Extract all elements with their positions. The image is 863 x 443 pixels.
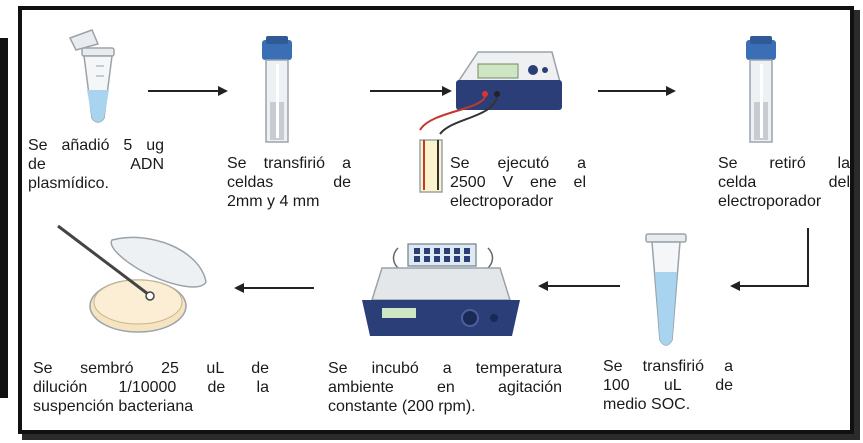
petri-dish-icon (57, 224, 207, 333)
microtube-icon (68, 29, 115, 123)
diagram-frame (18, 6, 854, 434)
arrow-elbow-down (730, 228, 809, 291)
arrow-right-1 (148, 86, 228, 96)
left-edge-bar (0, 38, 8, 398)
conical-tube-icon (645, 233, 687, 346)
arrow-left-1 (538, 281, 620, 291)
arrow-right-2 (370, 86, 452, 96)
electroporator-icon (419, 51, 562, 193)
arrow-left-2 (234, 283, 314, 293)
shaker-icon (362, 243, 520, 336)
cuvette-icon (262, 36, 292, 143)
cuvette-icon-removed (746, 36, 776, 143)
arrow-right-3 (598, 86, 676, 96)
